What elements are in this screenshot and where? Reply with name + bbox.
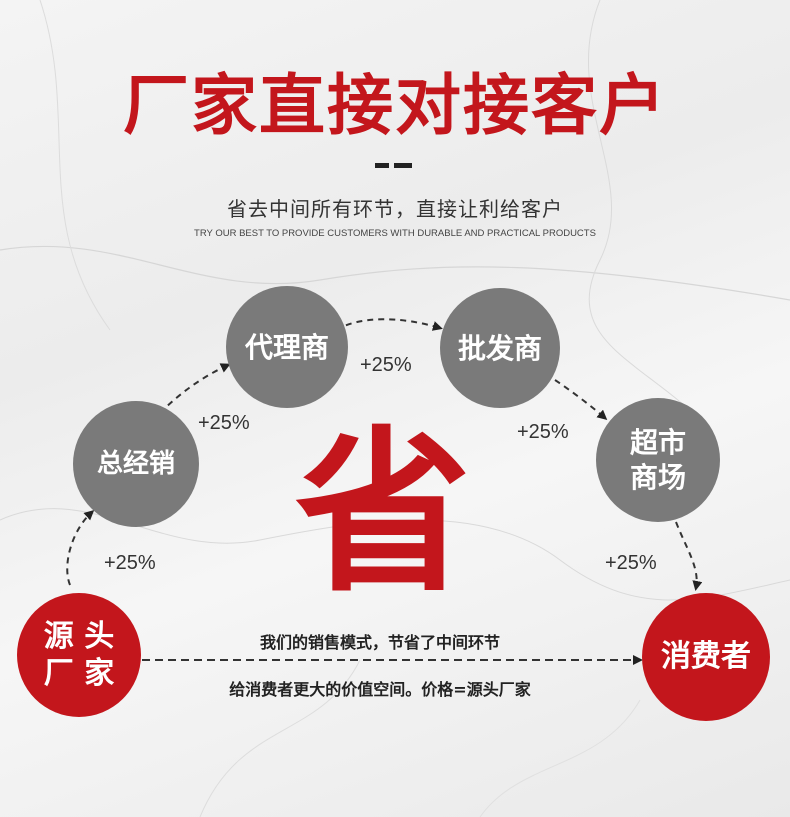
center-save-character: 省 [294, 409, 471, 616]
increment-label: +25% [104, 552, 156, 574]
node-source-factory: 源 头 厂 家 [17, 593, 141, 717]
page-title: 厂家直接对接客户 [123, 67, 667, 144]
arrow-mall-to-consumer [675, 521, 703, 591]
title-divider-short [375, 163, 389, 168]
subtitle: 省去中间所有环节，直接让利给客户 [227, 197, 563, 221]
increment-label: +25% [198, 412, 250, 434]
node-consumer: 消费者 [642, 593, 770, 721]
arrow-wholesale-to-mall [554, 379, 608, 420]
subtitle-english: TRY OUR BEST TO PROVIDE CUSTOMERS WITH D… [194, 228, 596, 239]
increment-label: +25% [517, 421, 569, 443]
increment-label: +25% [605, 552, 657, 574]
node-agent: 代理商 [226, 286, 348, 408]
arrow-agent-to-wholesale [335, 318, 443, 331]
increment-label: +25% [360, 354, 412, 376]
direct-path-note-2: 给消费者更大的价值空间。价格=源头厂家 [229, 680, 531, 699]
direct-path-note-1: 我们的销售模式，节省了中间环节 [259, 633, 500, 652]
arrow-general-to-agent [159, 363, 231, 414]
node-wholesaler: 批发商 [440, 288, 560, 408]
node-supermarket-mall: 超市 商场 [596, 398, 720, 522]
arrow-source-to-general [66, 509, 95, 586]
title-divider-long [394, 163, 412, 168]
node-general-distributor: 总经销 [73, 401, 199, 527]
